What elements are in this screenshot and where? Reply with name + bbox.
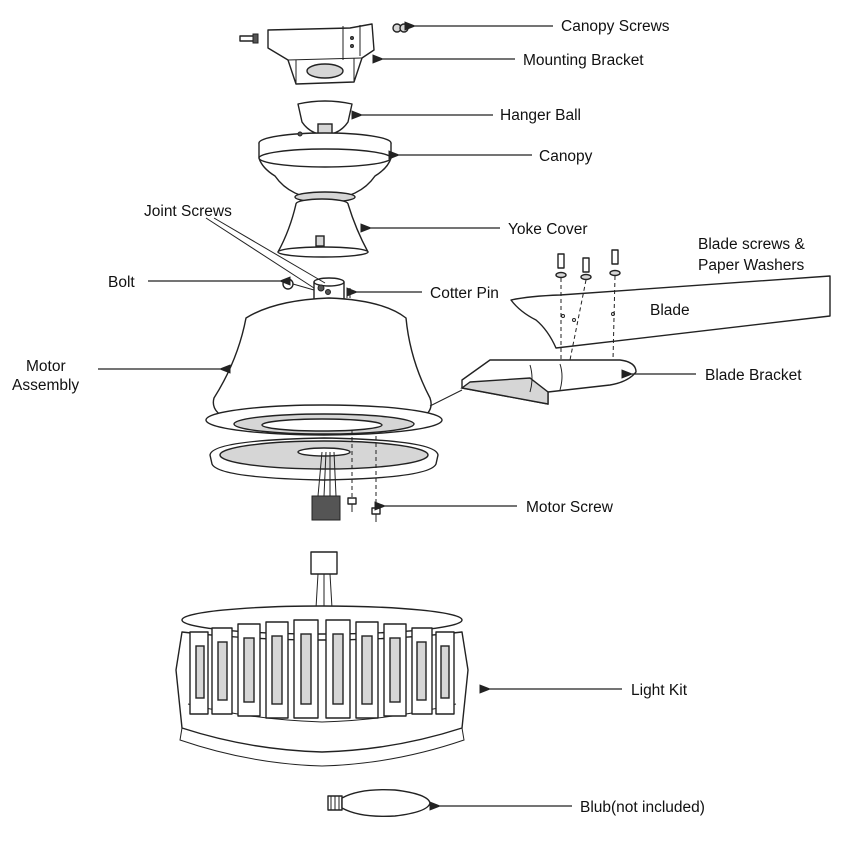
blade [510, 275, 831, 349]
leader-lines [98, 21, 696, 811]
motor-screws [347, 430, 381, 522]
label-bolt: Bolt [108, 274, 135, 291]
motor-wiring [311, 451, 341, 521]
blade-screw-1 [555, 253, 567, 279]
label-light-kit: Light Kit [631, 682, 688, 699]
yoke-cover [277, 198, 369, 258]
canopy [258, 131, 392, 203]
blade-bracket [429, 359, 637, 407]
light-kit-crystal-panels [189, 619, 455, 719]
blade-screws [555, 249, 621, 361]
canopy-screw-left [239, 33, 259, 44]
label-blade-screws-line2: Paper Washers [698, 257, 804, 274]
label-blade: Blade [650, 302, 690, 319]
labels: Canopy Screws Mounting Bracket Hanger Ba… [12, 18, 805, 816]
label-cotter-pin: Cotter Pin [430, 285, 499, 302]
label-hanger-ball: Hanger Ball [500, 107, 581, 124]
label-bulb: Blub(not included) [580, 799, 705, 816]
label-canopy-screws: Canopy Screws [561, 18, 670, 35]
hanger-ball [297, 100, 353, 136]
motor-assembly [205, 297, 443, 436]
cotter-pin [346, 288, 351, 298]
label-canopy: Canopy [539, 148, 593, 165]
motor-screw-1 [347, 497, 357, 512]
label-motor-assembly-line1: Motor [26, 358, 66, 375]
mounting-bracket [267, 23, 375, 85]
line-joint-screws-1 [205, 217, 315, 289]
light-kit [175, 605, 469, 767]
label-motor-assembly-line2: Assembly [12, 377, 79, 394]
blade-screw-3 [609, 249, 621, 277]
label-yoke-cover: Yoke Cover [508, 221, 588, 238]
label-blade-bracket: Blade Bracket [705, 367, 802, 384]
label-blade-screws-line1: Blade screws & [698, 236, 805, 253]
line-joint-screws-2 [213, 217, 326, 284]
label-joint-screws: Joint Screws [144, 203, 232, 220]
motor-screw-2 [371, 507, 381, 522]
blade-screw-2 [580, 257, 592, 281]
canopy-screw-right [392, 23, 409, 33]
label-mounting-bracket: Mounting Bracket [523, 52, 644, 69]
bulb [327, 788, 431, 818]
light-kit-plug [310, 551, 338, 609]
label-motor-screw: Motor Screw [526, 499, 614, 516]
motor-ring [209, 437, 439, 481]
